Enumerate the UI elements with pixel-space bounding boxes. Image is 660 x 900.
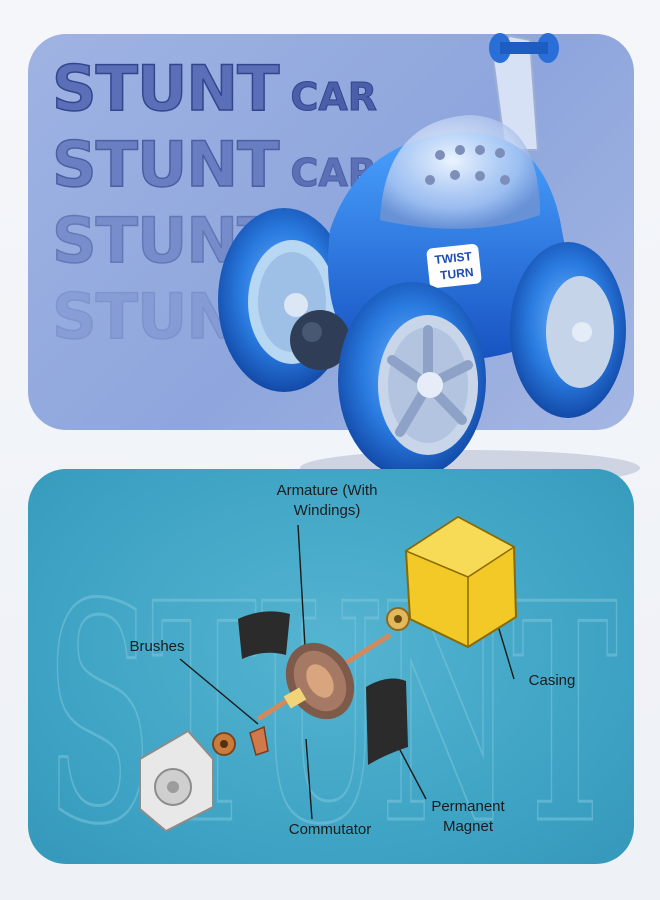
car-dome (380, 115, 540, 229)
armature (283, 642, 355, 720)
magnet-bottom (366, 678, 408, 765)
headline-stunt: STUNT (51, 127, 280, 202)
label-brushes: Brushes (129, 638, 185, 655)
spinner-axle (500, 42, 548, 54)
casing (404, 515, 518, 649)
badge-line-2: TURN (440, 265, 475, 282)
end-cap (139, 729, 214, 833)
tire-front (338, 282, 486, 478)
motor-exploded-view (139, 515, 518, 833)
label-armature: Armature (With Windings) (254, 481, 400, 521)
label-armature-line-2: Windings) (293, 502, 361, 519)
label-commutator: Commutator (288, 821, 372, 838)
magnet-top (238, 611, 290, 659)
brush (249, 725, 269, 756)
dome-lights (425, 145, 510, 185)
twist-turn-badge: TWIST TURN (426, 243, 482, 289)
label-casing: Casing (528, 672, 576, 689)
badge-line-1: TWIST (434, 249, 473, 267)
label-permanent-magnet: Permanent Magnet (420, 797, 516, 837)
label-magnet-line-2: Magnet (442, 818, 494, 835)
headline-stunt: STUNT (51, 51, 280, 126)
motor-diagram-panel: STUNT (28, 469, 634, 864)
label-armature-line-1: Armature (With (276, 482, 378, 499)
tire-back-right (510, 242, 626, 418)
label-magnet-line-1: Permanent (431, 798, 505, 815)
headline-car: CAR (290, 75, 378, 120)
